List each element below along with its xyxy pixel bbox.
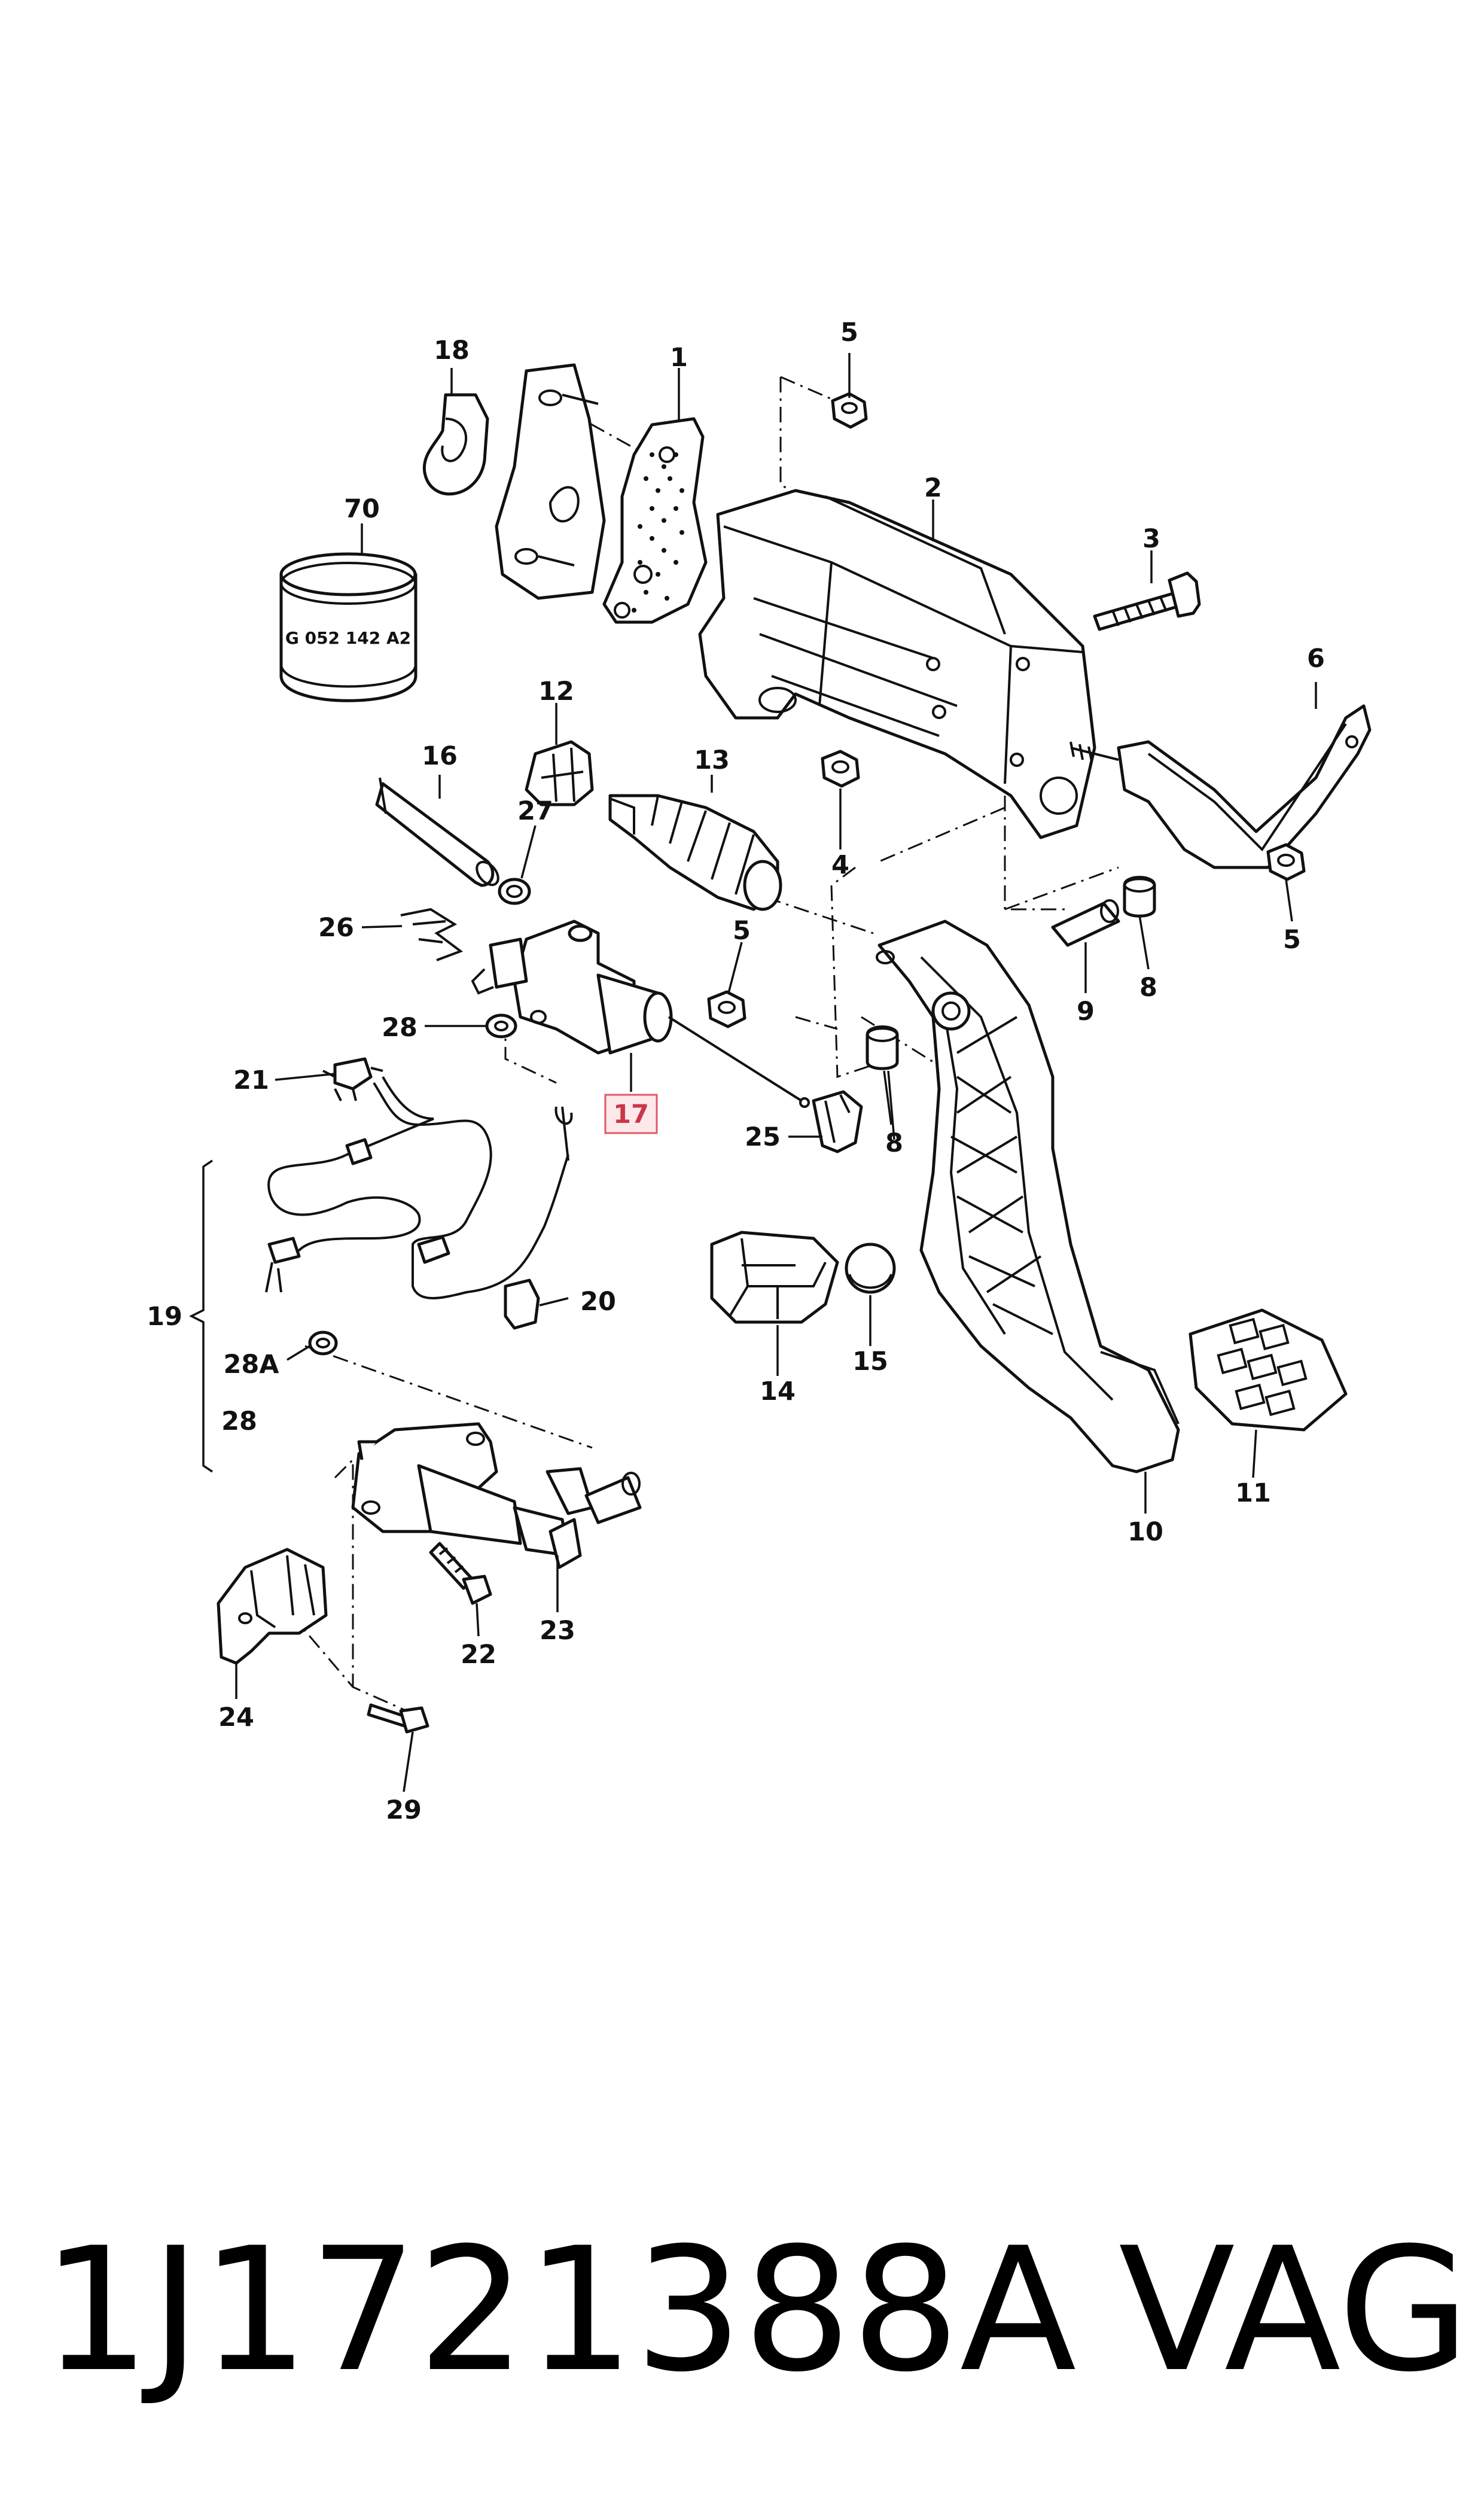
- part-29-bolt: [367, 1703, 429, 1734]
- label-26: 26: [318, 913, 354, 943]
- label-6: 6: [1307, 644, 1325, 674]
- part-labels: 1 2 3 4 5 5 5 6 8 8 9 10 11 12 13 14 15 …: [147, 318, 1325, 1825]
- part-2-pedal-bracket: [698, 489, 1096, 839]
- label-22: 22: [461, 1640, 496, 1670]
- part-18-clip: [422, 393, 489, 496]
- part-number: 1J1721388A: [42, 2211, 1077, 2410]
- part-14-block: [710, 1231, 839, 1324]
- label-70: 70: [344, 494, 380, 524]
- label-4: 4: [831, 850, 849, 880]
- label-24: 24: [218, 1703, 254, 1733]
- part-8-bushing-right: [1123, 876, 1156, 918]
- part-13-boot: [608, 794, 782, 911]
- label-13: 13: [694, 745, 730, 775]
- part-23-slave-cylinder: [351, 1422, 642, 1569]
- label-28-lower: 28: [221, 1406, 257, 1436]
- label-2: 2: [924, 473, 942, 503]
- label-8-left: 8: [885, 1128, 903, 1158]
- label-25: 25: [745, 1122, 781, 1152]
- label-29: 29: [386, 1795, 422, 1825]
- part-19-pipe: [189, 1076, 573, 1473]
- leader-lines: [235, 353, 1317, 1792]
- part-20-clip: [504, 1278, 540, 1330]
- label-1: 1: [670, 343, 688, 373]
- label-8-right: 8: [1139, 973, 1157, 1003]
- label-11: 11: [1235, 1478, 1271, 1508]
- part-17-master-cylinder: [471, 919, 810, 1108]
- part-1-bracket: [602, 417, 708, 624]
- label-27: 27: [517, 796, 553, 826]
- part-8-bushing-left: [866, 1025, 899, 1070]
- part-4-nut: [821, 750, 860, 788]
- mounting-plate: [495, 363, 606, 600]
- part-21-valve: [322, 1057, 383, 1101]
- label-23: 23: [540, 1616, 575, 1646]
- label-17: 17: [613, 1100, 649, 1129]
- part-28A-oring: [308, 1330, 338, 1356]
- label-5-top: 5: [840, 318, 858, 348]
- label-20: 20: [580, 1287, 616, 1317]
- part-5-nut-right: [1266, 843, 1306, 881]
- label-15: 15: [852, 1347, 888, 1377]
- part-15-cap: [845, 1243, 896, 1294]
- label-21: 21: [233, 1065, 269, 1095]
- part-11-pedal-pad: [1189, 1308, 1348, 1432]
- part-3-bolt: [1093, 571, 1201, 631]
- part-9-spacer: [1051, 899, 1120, 947]
- label-14: 14: [760, 1377, 796, 1406]
- label-5-right: 5: [1283, 925, 1301, 955]
- label-10: 10: [1128, 1517, 1163, 1547]
- sleeve-marking: G 052 142 A2: [285, 628, 411, 648]
- part-26-spring-clip: [400, 908, 464, 961]
- part-70-sleeve: G 052 142 A2: [279, 552, 418, 702]
- label-9: 9: [1077, 997, 1095, 1027]
- part-6-support-arm: [1069, 704, 1372, 869]
- part-28-washer: [485, 1013, 517, 1039]
- label-28: 28: [382, 1013, 418, 1043]
- label-16: 16: [422, 741, 458, 771]
- part-17-highlight: [604, 1094, 658, 1134]
- part-25-clip: [812, 1090, 863, 1153]
- label-5-middle: 5: [733, 916, 751, 946]
- part-12-clip: [525, 740, 594, 806]
- brand-name: VAG: [1119, 2211, 1470, 2410]
- part-27-ring: [498, 878, 531, 905]
- label-18: 18: [434, 336, 470, 366]
- label-19: 19: [147, 1302, 182, 1332]
- part-16-hose: [375, 777, 499, 887]
- part-22-bolt: [429, 1542, 492, 1605]
- part-5-nut-top: [831, 392, 868, 429]
- label-28A: 28A: [223, 1350, 279, 1380]
- part-5-nut-middle: [707, 990, 746, 1028]
- part-24-bracket: [217, 1548, 328, 1665]
- label-12: 12: [538, 677, 574, 707]
- label-3: 3: [1142, 524, 1160, 554]
- part-10-pedal: [876, 919, 1180, 1473]
